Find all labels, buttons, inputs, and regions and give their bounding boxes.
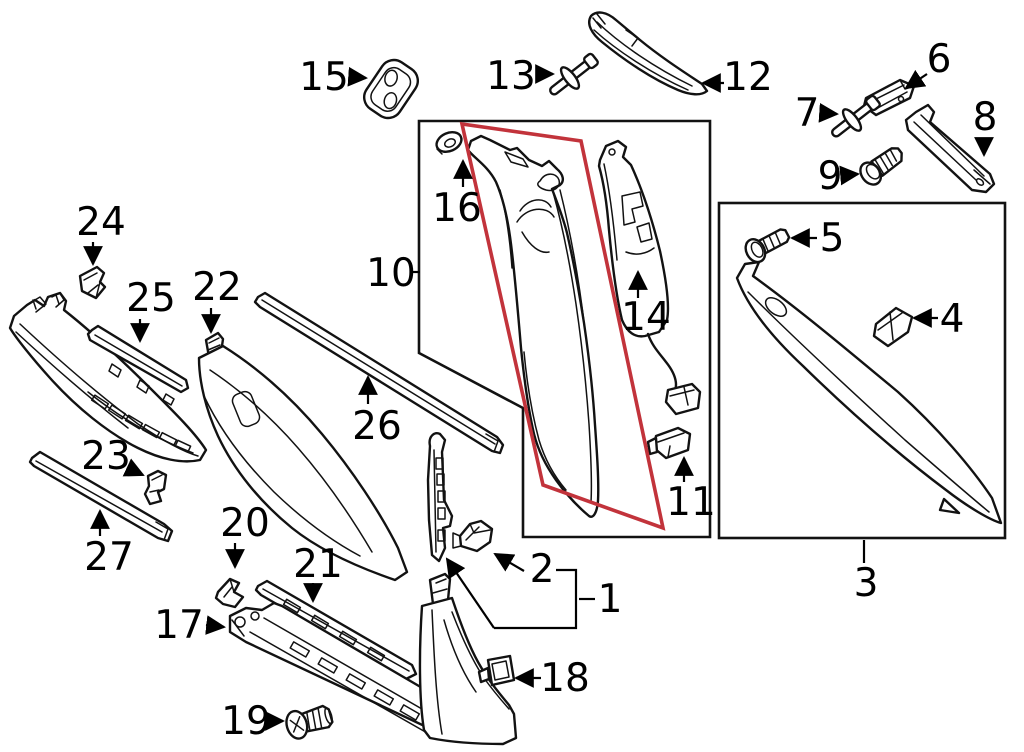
part-11-clip-drawing: [646, 426, 692, 460]
part-5-screw-drawing: [744, 228, 791, 264]
part-20-clip-drawing: [214, 577, 245, 609]
part-7-stud-drawing: [831, 94, 881, 138]
part-1-pillar-bracket-drawing: [426, 432, 454, 563]
callout-label-9[interactable]: 9: [818, 154, 843, 199]
part-10-b-pillar-upper-trim-drawing: [466, 134, 600, 518]
callout-label-24[interactable]: 24: [76, 200, 126, 245]
part-12-roof-rail-trim-drawing: [588, 11, 709, 96]
callout-label-1[interactable]: 1: [598, 577, 623, 622]
callout-labels: 1 2 3 4 5 6 7 8 9 10 11 12 13 14 15 16 1…: [76, 37, 997, 744]
callout-label-14[interactable]: 14: [621, 295, 671, 340]
callout-label-7[interactable]: 7: [795, 91, 820, 136]
part-14-pillar-bracket-drawing: [597, 139, 670, 338]
callout-label-19[interactable]: 19: [221, 699, 271, 744]
part-27-rocker-strip-drawing: [28, 450, 174, 543]
callout-label-26[interactable]: 26: [352, 404, 402, 449]
wire-harness-drawing: [646, 332, 702, 416]
callout-label-16[interactable]: 16: [432, 186, 482, 231]
callout-label-8[interactable]: 8: [973, 95, 998, 140]
part-2-clip-drawing: [452, 519, 494, 553]
callout-label-5[interactable]: 5: [820, 216, 845, 261]
callout-label-4[interactable]: 4: [940, 297, 965, 342]
part-10-highlight: [459, 121, 666, 531]
part-3-a-pillar-trim-drawing: [735, 260, 1003, 525]
highlight-outline: [459, 121, 666, 531]
part-13-stud-drawing: [549, 52, 599, 96]
part-4-clip-drawing: [872, 306, 914, 348]
part-18-clip-drawing: [477, 654, 516, 687]
b-pillar-lower-front-trim-drawing: [418, 572, 518, 746]
part-21-sill-insert-drawing: [254, 579, 418, 681]
part-22-b-pillar-lower-trim-drawing: [197, 331, 409, 582]
part-15-grommet-drawing: [362, 58, 420, 120]
part-25-sill-insert-drawing: [86, 324, 190, 406]
callout-label-23[interactable]: 23: [81, 434, 131, 479]
callout-arrows: [83, 64, 994, 731]
part-24-clip-drawing: [78, 265, 107, 300]
part-19-screw-drawing: [285, 704, 334, 740]
callout-label-21[interactable]: 21: [293, 542, 343, 587]
part-8-rail-bracket-drawing: [904, 103, 996, 194]
callout-label-12[interactable]: 12: [723, 55, 773, 100]
callout-label-11[interactable]: 11: [666, 480, 716, 525]
callout-label-18[interactable]: 18: [540, 656, 590, 701]
callout-label-27[interactable]: 27: [84, 535, 134, 580]
callout-label-25[interactable]: 25: [126, 276, 176, 321]
part-9-screw-drawing: [859, 147, 903, 186]
callout-label-20[interactable]: 20: [220, 501, 270, 546]
quarter-trim-panel-drawing: [8, 291, 208, 463]
callout-label-22[interactable]: 22: [192, 265, 242, 310]
part-23-clip-drawing: [143, 469, 168, 506]
callout-label-10[interactable]: 10: [366, 251, 416, 296]
callout-label-17[interactable]: 17: [154, 603, 204, 648]
callout-label-15[interactable]: 15: [299, 55, 349, 100]
callout-label-13[interactable]: 13: [486, 54, 536, 99]
callout-label-3[interactable]: 3: [854, 561, 879, 606]
part-16-fastener-drawing: [435, 131, 463, 155]
part-26-windshield-side-strip-drawing: [253, 291, 505, 455]
callout-label-2[interactable]: 2: [530, 547, 555, 592]
callout-label-6[interactable]: 6: [927, 37, 952, 82]
